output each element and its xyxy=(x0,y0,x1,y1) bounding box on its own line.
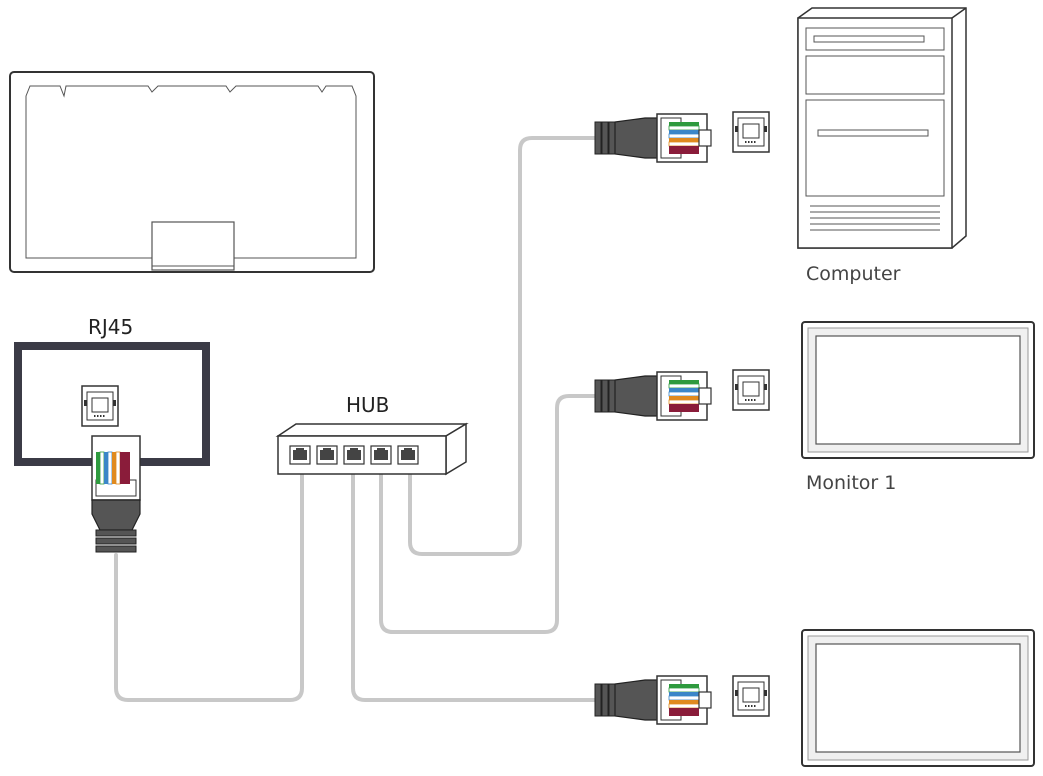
hub-port-5 xyxy=(397,445,419,465)
jack-monitor-1 xyxy=(732,369,770,411)
monitor-1-icon xyxy=(801,321,1035,459)
cable-hub-to-monitor-2 xyxy=(351,458,597,702)
cable-hub-to-monitor-1 xyxy=(379,394,597,634)
cable-display-to-hub xyxy=(114,458,304,702)
hub-port-1 xyxy=(289,445,311,465)
cable-hub-to-computer xyxy=(408,136,597,556)
jack-computer xyxy=(732,111,770,153)
hub-port-4 xyxy=(370,445,392,465)
rj45-label: RJ45 xyxy=(88,315,133,339)
computer-tower-icon xyxy=(797,7,967,249)
plug-monitor-2 xyxy=(594,675,712,725)
monitor-1-label: Monitor 1 xyxy=(806,472,896,494)
cables xyxy=(114,136,597,702)
computer-label: Computer xyxy=(806,263,901,285)
signage-display-rear xyxy=(9,71,375,273)
hub-port-3 xyxy=(343,445,365,465)
plug-monitor-1 xyxy=(594,371,712,421)
rj45-plug-vertical-icon xyxy=(91,435,141,553)
network-hub: HUB xyxy=(275,393,469,476)
monitor-2-icon xyxy=(801,629,1035,767)
hub-port-2 xyxy=(316,445,338,465)
hub-label: HUB xyxy=(346,393,389,417)
plug-computer xyxy=(594,113,712,163)
jack-monitor-2 xyxy=(732,675,770,717)
rj45-port-icon xyxy=(81,385,119,427)
